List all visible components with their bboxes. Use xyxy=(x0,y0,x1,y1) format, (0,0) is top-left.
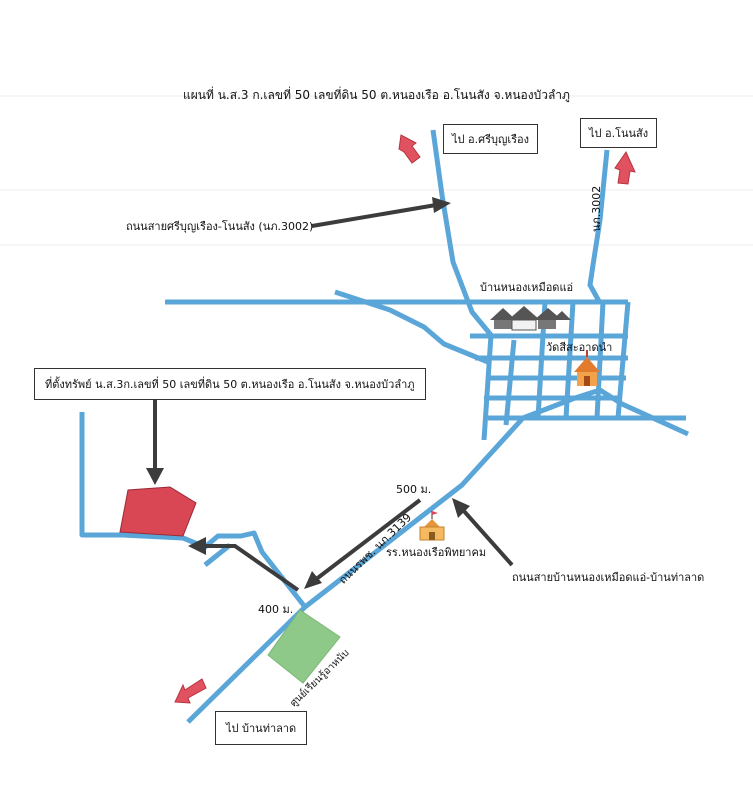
pointer-head-property xyxy=(146,468,164,485)
pointer-heads xyxy=(146,197,470,589)
pointer-head-400m xyxy=(188,537,206,555)
distance-400m: 400 ม. xyxy=(258,603,294,616)
property-location-box: ที่ตั้งทรัพย์ น.ส.3ก.เลขที่ 50 เลขที่ดิน… xyxy=(34,368,426,400)
road-property-spur xyxy=(203,543,232,567)
road-label-tha-lat: ถนนสายบ้านหนองเหมือดแอ่-บ้านท่าลาด xyxy=(512,571,705,584)
pointer-road-3002 xyxy=(311,203,437,228)
destination-ban-tha-lat: ไป บ้านท่าลาด xyxy=(215,711,308,745)
pointer-arrows xyxy=(153,203,514,592)
road-property-access xyxy=(79,412,307,609)
destination-arrows xyxy=(174,134,636,704)
road-diagonal-village xyxy=(334,289,489,365)
destination-non-sang: ไป อ.โนนสัง xyxy=(580,118,658,148)
pointer-head-tha-lat xyxy=(452,498,470,518)
pointer-head-500m xyxy=(304,571,322,589)
road-east xyxy=(598,387,690,437)
pointer-road-tha-lat xyxy=(461,508,514,567)
village-label: บ้านหนองเหมือดแอ่ xyxy=(480,281,574,294)
property-polygon xyxy=(119,486,197,537)
road-si-bun-rueang xyxy=(430,129,493,337)
school-icon xyxy=(419,511,445,541)
road-label-3002: ถนนสายศรีบุญเรือง-โนนสัง (นภ.3002) xyxy=(126,220,314,233)
road-label-nb3002: นภ.3002 xyxy=(590,185,603,232)
road-nb3002 xyxy=(587,149,610,305)
school-label: รร.หนองเรือพิทยาคม xyxy=(386,546,487,559)
pointer-head-3002 xyxy=(432,197,451,213)
arrow-to-si-bun-rueang xyxy=(398,134,421,164)
background-lines xyxy=(0,95,753,246)
arrow-to-ban-tha-lat xyxy=(174,678,207,704)
map-title: แผนที่ น.ส.3 ก.เลขที่ 50 เลขที่ดิน 50 ต.… xyxy=(183,88,570,102)
pointer-500m xyxy=(313,498,422,582)
village-houses-icon xyxy=(490,306,571,331)
temple-label: วัดสีสะอาดนำ xyxy=(546,341,613,354)
pointer-400m xyxy=(205,544,300,592)
temple-icon xyxy=(574,350,600,386)
grid-v1 xyxy=(481,334,494,441)
arrow-to-non-sang xyxy=(614,150,636,185)
destination-si-bun-rueang: ไป อ.ศรีบุญเรือง xyxy=(443,124,539,154)
distance-500m: 500 ม. xyxy=(396,483,432,496)
grid-v2 xyxy=(503,339,517,426)
learning-center-plot xyxy=(267,609,341,684)
